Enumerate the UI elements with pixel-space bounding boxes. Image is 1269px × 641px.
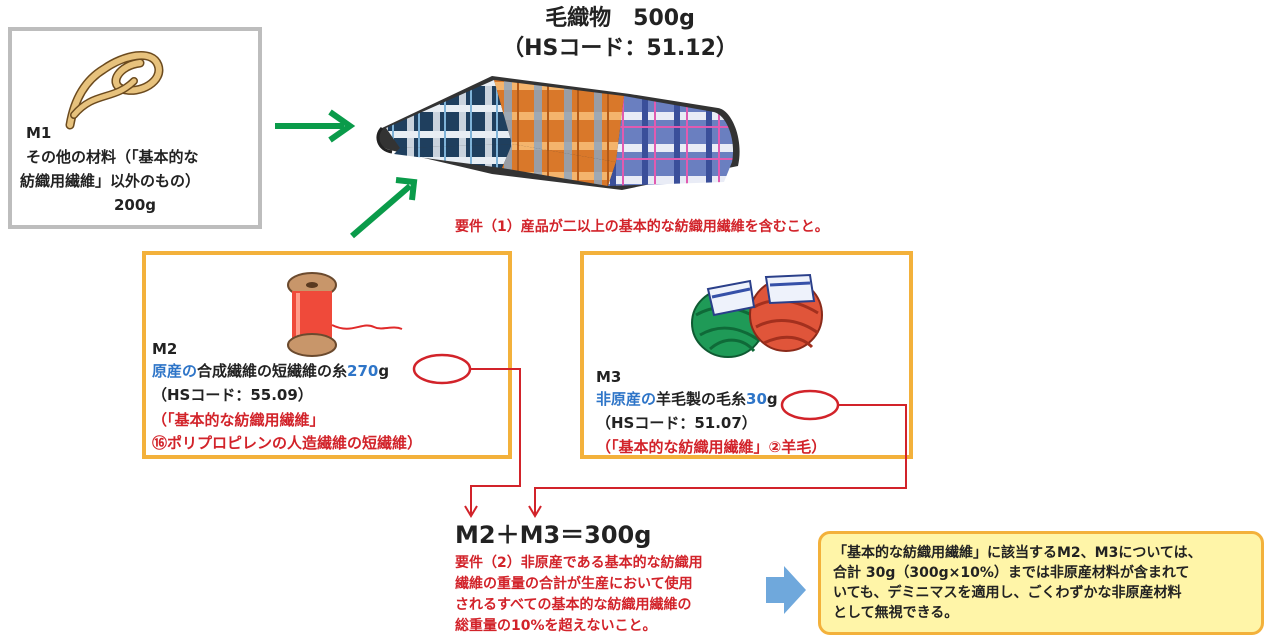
m2-class-line2: ⑯ポリプロピレンの人造繊維の短繊維） — [152, 434, 423, 452]
requirement-1: 要件（1）産品が二以上の基本的な紡織用繊維を含むこと。 — [455, 219, 829, 235]
requirement-2-line3: されるすべての基本的な紡織用繊維の — [455, 597, 692, 613]
m2-to-sum-connector — [464, 368, 521, 518]
m1-id: M1 — [26, 124, 52, 142]
requirement-2-line2: 繊維の重量の合計が生産において使用 — [455, 576, 693, 592]
m1-material-box: M1 その他の材料（「基本的な 紡織用繊維」以外のもの） 200g — [8, 27, 262, 229]
m1-to-fabric-arrow — [275, 109, 356, 143]
m3-desc-row: 非原産の羊毛製の毛糸30g — [596, 389, 778, 410]
m3-desc: 羊毛製の毛糸 — [656, 390, 747, 408]
m2-weight-value: 270 — [347, 362, 379, 380]
rope-icon — [65, 50, 164, 130]
m1-desc-line2: 紡織用繊維」以外のもの） — [20, 172, 201, 190]
product-title: 毛織物 500g （HSコード：51.12） — [470, 4, 770, 64]
product-name: 毛織物 500g — [545, 6, 695, 31]
m1-desc-line1: その他の材料（「基本的な — [26, 148, 199, 166]
m3-hs-code: （HSコード：51.07） — [596, 414, 757, 432]
m2-weight-circle — [412, 353, 472, 385]
m2-id: M2 — [152, 340, 178, 358]
note-line3: いても、デミニマスを適用し、ごくわずかな非原産材料 — [833, 585, 1182, 601]
m2-desc-row: 原産の合成繊維の短繊維の糸270g — [152, 361, 389, 382]
yarn-balls-icon — [691, 273, 823, 358]
m3-class-line1: （「基本的な紡織用繊維」②羊毛） — [596, 438, 827, 456]
m2-desc: 合成繊維の短繊維の糸 — [197, 362, 348, 380]
m2-origin-label: 原産の — [152, 362, 198, 380]
m3-id: M3 — [596, 368, 622, 386]
m2-to-fabric-arrow — [350, 177, 418, 239]
note-line4: として無視できる。 — [833, 605, 959, 621]
m2-material-box: M2 原産の合成繊維の短繊維の糸270g （HSコード：55.09） （「基本的… — [142, 251, 512, 459]
requirement-2-line4: 総重量の10%を超えないこと。 — [455, 618, 657, 634]
m2-weight-unit: g — [378, 362, 390, 380]
m2-class-line1: （「基本的な紡織用繊維」 — [152, 411, 325, 429]
m2-hs-code: （HSコード：55.09） — [152, 386, 313, 404]
requirement-2: 要件（2）非原産である基本的な紡織用 繊維の重量の合計が生産において使用 される… — [455, 553, 703, 637]
note-line2: 合計 30g（300g×10%）までは非原産材料が含まれて — [833, 565, 1190, 581]
note-arrow — [766, 566, 806, 614]
sum-equation: M2＋M3＝300g — [455, 521, 652, 549]
m3-material-box: M3 非原産の羊毛製の毛糸30g （HSコード：51.07） （「基本的な紡織用… — [580, 251, 913, 459]
fabric-icon — [376, 76, 740, 190]
m3-origin-label: 非原産の — [596, 390, 657, 408]
m3-weight-circle — [780, 389, 840, 421]
product-hs-code: （HSコード：51.12） — [502, 36, 738, 61]
m3-weight-unit: g — [766, 390, 778, 408]
note-line1: 「基本的な紡織用繊維」に該当するM2、M3については、 — [833, 545, 1202, 561]
requirement-2-line1: 要件（2）非原産である基本的な紡織用 — [455, 555, 703, 571]
m1-weight: 200g — [113, 196, 157, 214]
thread-spool-icon — [287, 272, 403, 357]
de-minimis-note: 「基本的な紡織用繊維」に該当するM2、M3については、 合計 30g（300g×… — [818, 531, 1264, 635]
m3-weight-value: 30 — [746, 390, 767, 408]
m3-to-sum-connector — [528, 404, 907, 518]
